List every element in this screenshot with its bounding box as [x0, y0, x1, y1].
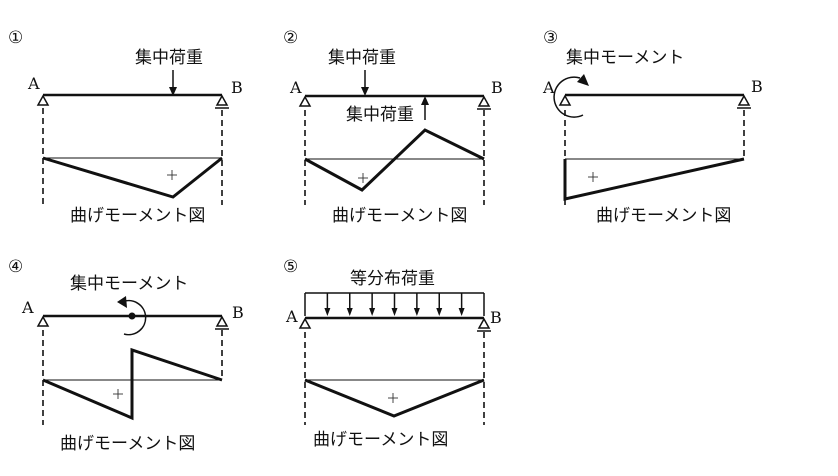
panel-2-moment-curve [304, 128, 485, 192]
panel-3-label-a: A [542, 78, 555, 97]
panel-4-caption: 曲げモーメント図 [60, 434, 195, 454]
panel-2-load-arrow-down [361, 70, 369, 96]
panel-5-label-b: B [490, 308, 502, 327]
panel-2-load-arrow-up [421, 96, 429, 120]
panel-1-moment-curve [42, 156, 223, 199]
panel-2-label-a: A [289, 78, 302, 97]
panel-1-load-label: 集中荷重 [135, 48, 203, 68]
panel-5-load-arrowhead-2 [346, 308, 353, 316]
panel-1: ① 集中荷重 A B 曲げモーメント図 [8, 28, 243, 226]
panel-4: ④ 集中モーメント A B 曲げモーメント図 [8, 257, 244, 454]
panel-2: ② 集中荷重 集中荷重 A B 曲げモーメント図 [283, 28, 503, 226]
panel-3-label-b: B [751, 77, 763, 96]
panel-3-caption: 曲げモーメント図 [596, 206, 731, 226]
panel-1-label-a: A [27, 74, 40, 93]
panel-4-moment-curve [42, 347, 223, 421]
panel-1-label-b: B [231, 78, 243, 97]
panel-4-label-b: B [232, 303, 244, 322]
panel-2-label-b: B [491, 78, 503, 97]
panel-5-pin-support [298, 317, 312, 329]
panel-4-number: ④ [8, 257, 23, 277]
panel-5-roller-support [477, 317, 491, 332]
panel-2-plus-sign [358, 173, 368, 183]
panel-5-load-arrowhead-1 [324, 308, 331, 316]
panel-3: ③ 集中モーメント A B 曲げモーメント図 [542, 28, 763, 226]
panel-3-number: ③ [543, 28, 558, 48]
panel-3-pin-support [558, 94, 572, 106]
panel-2-load-label-bottom: 集中荷重 [346, 105, 414, 125]
panel-5-caption: 曲げモーメント図 [313, 430, 448, 450]
panel-5-load-arrowhead-4 [391, 308, 398, 316]
panel-3-moment-arrow [553, 74, 589, 118]
panel-3-roller-support [737, 94, 751, 109]
panel-3-plus-sign [588, 172, 598, 182]
panel-5-load-arrowhead-3 [369, 308, 376, 316]
panel-4-pin-support [36, 315, 50, 327]
panel-5-load-arrowhead-7 [458, 308, 465, 316]
panel-4-plus-sign [113, 389, 123, 399]
panel-1-plus-sign [167, 170, 177, 180]
panel-5-load-arrowhead-5 [413, 308, 420, 316]
panel-4-load-label: 集中モーメント [70, 274, 188, 294]
panel-2-caption: 曲げモーメント図 [332, 206, 467, 226]
panel-5-plus-sign [388, 393, 398, 403]
panel-2-load-label-top: 集中荷重 [328, 48, 396, 68]
panel-4-label-a: A [21, 298, 34, 317]
panel-1-roller-support [215, 94, 229, 109]
panel-5-moment-curve [304, 378, 485, 418]
panel-3-load-label: 集中モーメント [566, 48, 684, 68]
panel-5-number: ⑤ [283, 257, 298, 277]
panel-1-number: ① [8, 28, 23, 48]
panel-1-load-arrow [169, 70, 177, 96]
panel-2-number: ② [283, 28, 298, 48]
panel-5: ⑤ 等分布荷重 A B 曲げモーメント図 [283, 257, 502, 450]
panel-1-caption: 曲げモーメント図 [70, 206, 205, 226]
panel-2-pin-support [298, 95, 312, 107]
panel-1-pin-support [36, 94, 50, 106]
panel-4-roller-support [215, 315, 229, 330]
panel-2-roller-support [477, 95, 491, 110]
panel-5-label-a: A [285, 307, 298, 326]
panel-3-moment-curve [563, 157, 745, 201]
panel-5-load-label: 等分布荷重 [350, 269, 435, 289]
panel-5-load-arrowhead-6 [436, 308, 443, 316]
panel-5-distributed-load [304, 292, 485, 316]
